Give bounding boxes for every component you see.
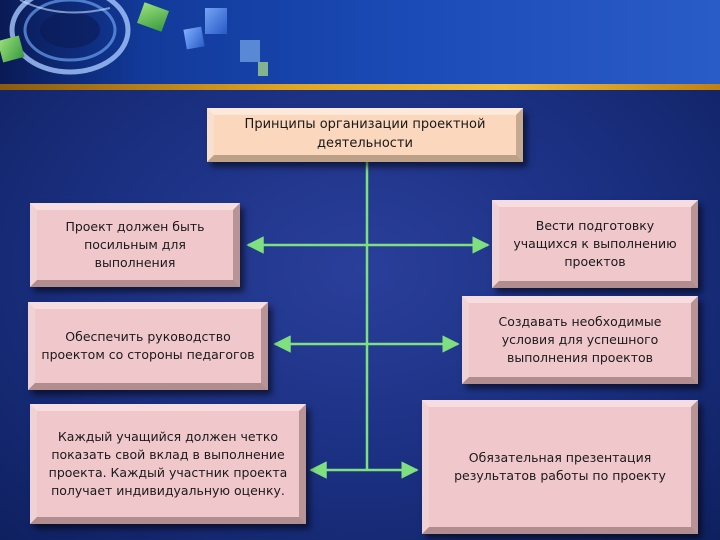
left-item-1-text: Проект должен быть посильным для выполне… (65, 218, 205, 271)
right-item-3: Обязательная презентация результатов раб… (422, 400, 698, 534)
left-item-2-text: Обеспечить руководство проектом со сторо… (41, 328, 255, 362)
banner-gold-stripe (0, 84, 720, 90)
left-item-2: Обеспечить руководство проектом со сторо… (28, 302, 268, 390)
left-item-3-text: Каждый учащийся должен четко показать св… (48, 428, 288, 499)
right-item-2-text: Создавать необходимые условия для успешн… (498, 313, 662, 366)
diagram-title: Принципы организации проектной деятельно… (244, 117, 486, 151)
banner-decoration (0, 0, 268, 76)
right-item-2: Создавать необходимые условия для успешн… (462, 296, 698, 384)
right-item-1: Вести подготовку учащихся к выполнению п… (492, 200, 698, 288)
left-item-3: Каждый учащийся должен четко показать св… (30, 404, 306, 524)
right-item-1-text: Вести подготовку учащихся к выполнению п… (513, 217, 677, 270)
header-banner (0, 0, 720, 90)
diagram-title-box: Принципы организации проектной деятельно… (207, 108, 523, 162)
left-item-1: Проект должен быть посильным для выполне… (30, 203, 240, 287)
right-item-3-text: Обязательная презентация результатов раб… (454, 449, 666, 483)
